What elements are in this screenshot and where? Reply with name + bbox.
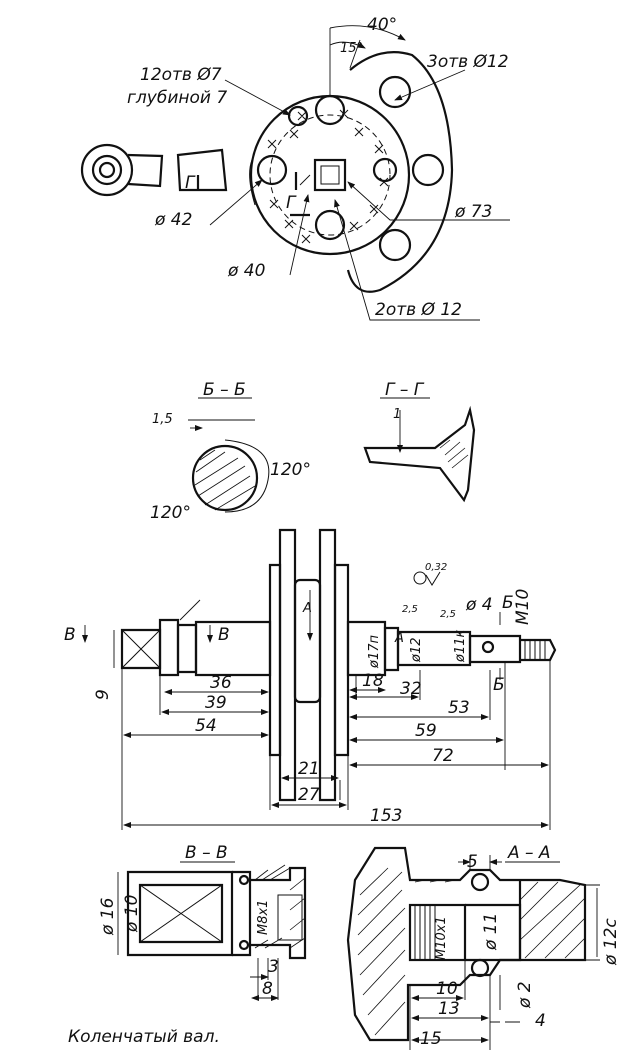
section-gg: Г – Г 1	[363, 380, 476, 503]
mark-v-left: В	[64, 625, 76, 645]
counterweight-hole-2	[411, 153, 445, 187]
dim-32: 32	[400, 679, 422, 699]
dim-54: 54	[195, 716, 217, 736]
dim-59: 59	[415, 721, 437, 741]
section-g-mark-left: Г	[185, 173, 196, 193]
connecting-rod	[80, 143, 228, 197]
disc-outer	[249, 94, 411, 256]
roughness-0-32: 0,32	[425, 562, 447, 573]
dim-39: 39	[205, 693, 227, 713]
roughness-2-5b: 2,5	[440, 609, 456, 620]
bb-dim-1-5: 1,5	[152, 412, 173, 427]
aa-dim-13: 13	[438, 999, 460, 1019]
holes-3x12-label: 3отв Ø12	[427, 52, 509, 72]
section-vv: В – В ø 16 ø 10 М8х1 3 8	[98, 843, 307, 1001]
dim-153: 153	[370, 806, 402, 826]
dia-40-label: ø 40	[227, 261, 265, 281]
dim-72: 72	[432, 746, 454, 766]
vv-thread: М8х1	[256, 900, 271, 935]
roughness-2-5a: 2,5	[402, 604, 418, 615]
section-vv-title: В – В	[185, 843, 228, 863]
mark-a: А	[302, 601, 312, 616]
drawing-caption: Коленчатый вал.	[68, 1027, 220, 1047]
aa-dia-12c: ø 12с	[601, 918, 621, 966]
bb-angle-120-right: 120°	[270, 460, 311, 480]
hole-top	[314, 94, 346, 126]
aa-dim-10: 10	[436, 979, 458, 999]
angle-15-label: 15°	[340, 41, 363, 56]
main-view: А В В А Б Б 0,32 2,5 2,5 ø17п ø12 ø11к ø…	[64, 528, 557, 830]
aa-dim-15: 15	[420, 1029, 442, 1049]
right-web	[318, 528, 337, 802]
dim-53: 53	[448, 698, 470, 718]
counterweight-sector	[346, 51, 454, 293]
aa-hatching	[357, 867, 586, 1036]
dimension-lines	[121, 660, 551, 830]
bb-angle-120-left: 120°	[150, 503, 191, 523]
dia-42-label: ø 42	[154, 210, 192, 230]
aa-dim-5: 5	[467, 852, 478, 872]
dia-73-label: ø 73	[454, 202, 492, 222]
gg-dim-1: 1	[393, 407, 401, 422]
aa-thread: М10х1	[434, 916, 449, 960]
section-g-mark-right: Г	[286, 193, 297, 213]
thread-m10-label: М10	[513, 589, 533, 625]
mark-b-top: Б	[502, 593, 514, 613]
dim-27: 27	[298, 785, 320, 805]
vv-dia-16: ø 16	[98, 897, 118, 936]
counterweight-hole-3	[378, 228, 412, 262]
dia-17p-label: ø17п	[367, 635, 382, 669]
section-aa-title: А – А	[507, 843, 551, 863]
dia-12-label: ø12	[409, 638, 424, 664]
hole-bottom	[314, 209, 346, 241]
dim-36: 36	[210, 673, 232, 693]
top-view: 15° 40° 12отв Ø7 глубиной 7 3отв Ø12 ø 4…	[80, 15, 510, 321]
left-web	[278, 528, 297, 802]
aa-dia-11: ø 11	[481, 913, 501, 951]
section-bb: Б – Б 1,5 120° 120°	[150, 380, 311, 523]
angle-40-label: 40°	[367, 15, 397, 35]
dim-21: 21	[298, 759, 320, 779]
mark-b-bottom: Б	[493, 675, 505, 695]
hole-left	[256, 154, 288, 186]
dim-18: 18	[362, 671, 384, 691]
vv-dim-3: 3	[268, 957, 279, 977]
center-square	[313, 158, 347, 192]
section-gg-title: Г – Г	[385, 380, 425, 400]
aa-dia-2: ø 2	[515, 981, 535, 1009]
crank-pin	[293, 578, 322, 704]
mark-v-inner: В	[218, 625, 230, 645]
vv-dia-10: ø 10	[122, 895, 142, 933]
aa-dim-4: 4	[535, 1011, 546, 1031]
dia-11-label: ø11к	[453, 630, 468, 663]
dim-9-label: 9	[93, 689, 113, 700]
holes-2x12-label: 2отв Ø 12	[375, 300, 462, 320]
counterweight-hole-1	[378, 75, 412, 109]
section-bb-title: Б – Б	[203, 380, 246, 400]
hole-right	[372, 157, 398, 183]
depth-7-label: глубиной 7	[127, 88, 227, 108]
vv-dim-8: 8	[262, 979, 273, 999]
holes-12x7-label: 12отв Ø7	[140, 65, 222, 85]
mark-a2: А	[394, 631, 404, 646]
section-aa: А – А 5 М10х1 ø 11 ø 12с ø 2 10 13 4 15	[346, 843, 621, 1050]
dia-4-label: ø 4	[465, 595, 493, 615]
